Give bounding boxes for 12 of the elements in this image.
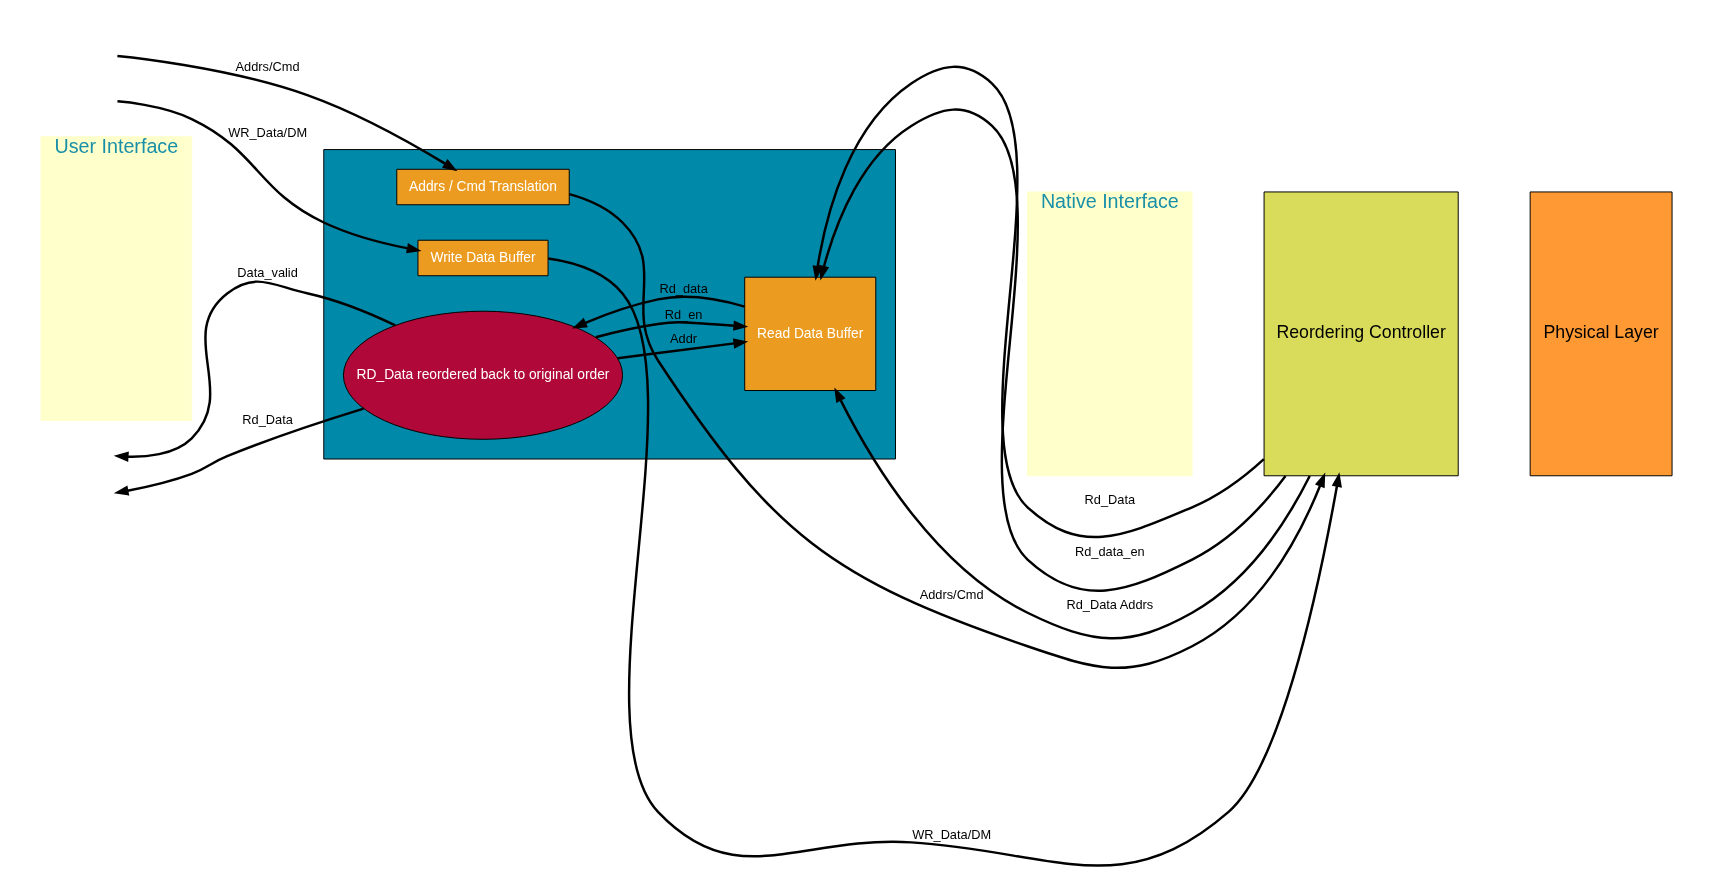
edge-label: Addr [669,331,697,347]
edge-label: Rd_data [658,280,708,296]
edge-label: WR_Data/DM [911,826,991,842]
edge-label: WR_Data/DM [227,125,307,141]
edge-label: Rd_Data [241,411,293,427]
edge-label: Rd_data_en [1074,543,1145,559]
edge-label: Data_valid [236,265,298,281]
edge-label: Rd_Data [1084,491,1135,507]
edge-label: Rd_Data Addrs [1065,597,1153,613]
edge-label: Addrs/Cmd [235,59,300,75]
edge-label: Addrs/Cmd [919,587,984,603]
edge-label: Rd_en [664,306,702,322]
